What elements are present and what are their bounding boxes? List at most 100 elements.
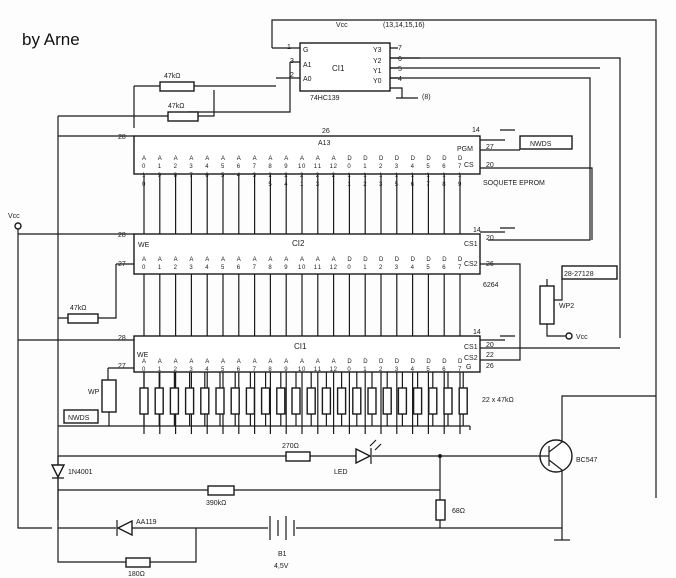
sram-pin-a6-letter: A bbox=[237, 257, 241, 263]
zif-g: G bbox=[466, 364, 471, 371]
eprom-pin-d0-index: 0 bbox=[347, 164, 351, 170]
resistor-array-label: 22 x 47kΩ bbox=[482, 397, 514, 404]
zif-pin-d3-letter: D bbox=[395, 359, 400, 365]
sram-part: 6264 bbox=[483, 282, 499, 289]
nwds-box-bottom bbox=[63, 409, 99, 424]
decoder-pin7: 7 bbox=[398, 45, 402, 52]
eprom-pin-a5-letter: A bbox=[221, 156, 225, 162]
sram-pin-d3-index: 3 bbox=[395, 265, 399, 271]
transistor-label: BC547 bbox=[576, 457, 598, 464]
zif-pin-d5-letter: D bbox=[426, 359, 431, 365]
eprom-pin-a7-index: 7 bbox=[253, 164, 257, 170]
top-resistor-wires bbox=[58, 85, 276, 128]
eprom-pin-a7-letter: A bbox=[253, 156, 257, 162]
eprom-pin-a12-index: 1 bbox=[330, 164, 334, 170]
diode-aa119 bbox=[116, 519, 133, 537]
sram-pin-a12-index: 1 bbox=[330, 265, 334, 271]
sram-6264: 28 27 WE CI2 CS1 CS2 14 20 26 6264 A0A1A… bbox=[18, 227, 521, 361]
zif-pin-a12-letter: A bbox=[332, 359, 336, 365]
eprom-pgm: PGM bbox=[457, 146, 473, 153]
led-arrows bbox=[369, 439, 382, 464]
eprom-pin-a4-index: 4 bbox=[205, 164, 209, 170]
eprom-pin-d3-letter: D bbox=[395, 156, 400, 162]
sram-pin-d6-index: 6 bbox=[442, 265, 446, 271]
array-resistor bbox=[260, 387, 271, 415]
eprom-pin-d6-letter: D bbox=[442, 156, 447, 162]
zif-pin-a6-letter: A bbox=[237, 359, 241, 365]
sram-pin-a11-letter: A bbox=[316, 257, 320, 263]
sram-pin-a10-letter: A bbox=[300, 257, 304, 263]
zif-pin-a1-index: 1 bbox=[158, 367, 162, 373]
zif-pin20: 20 bbox=[486, 342, 494, 349]
diode-1n4001-label: 1N4001 bbox=[68, 469, 93, 476]
eprom-pin-a1-letter: A bbox=[158, 156, 162, 162]
decoder-pin6: 6 bbox=[398, 56, 402, 63]
array-resistor bbox=[336, 387, 347, 415]
sram-pin-a10-index: 0 bbox=[302, 265, 306, 271]
zif-body bbox=[133, 335, 481, 373]
resistor-47k-2 bbox=[167, 111, 199, 122]
sram-pin-a2-letter: A bbox=[174, 257, 178, 263]
sram-pin-a1-index: 1 bbox=[158, 265, 162, 271]
zif-pin-a10-letter: A bbox=[300, 359, 304, 365]
eprom-pin20: 20 bbox=[486, 162, 494, 169]
array-resistor bbox=[184, 387, 195, 415]
diode-1n4001 bbox=[50, 464, 66, 479]
zif-pin-a0-index: 0 bbox=[142, 367, 146, 373]
array-resistor bbox=[139, 387, 149, 415]
zif-pin-a12-index: 2 bbox=[334, 367, 338, 373]
resistor-47k-1 bbox=[159, 81, 195, 92]
eprom-pin-a12-letter: A bbox=[332, 156, 336, 162]
eprom-pin-a12-index: 2 bbox=[334, 164, 338, 170]
eprom-pin-a10-index: 1 bbox=[298, 164, 302, 170]
eprom-socket-body bbox=[133, 135, 481, 175]
eprom-pin-a2-index: 2 bbox=[174, 164, 178, 170]
zif-pin-d6-index: 6 bbox=[442, 367, 446, 373]
resistor-390k bbox=[207, 485, 235, 496]
zif-we: WE bbox=[137, 352, 149, 359]
eprom-pin-d4-index: 4 bbox=[411, 164, 415, 170]
zif-pin-a8-letter: A bbox=[268, 359, 272, 365]
sram-pin-d4-letter: D bbox=[411, 257, 416, 263]
wp-label: WP bbox=[88, 389, 100, 396]
sram-pin14: 14 bbox=[473, 227, 481, 234]
nwds-top-label: NWDS bbox=[530, 141, 552, 148]
resistor-180-label: 180Ω bbox=[128, 571, 145, 578]
array-resistor bbox=[367, 387, 377, 415]
zif-pin14: 14 bbox=[473, 329, 481, 336]
resistor-180 bbox=[125, 557, 151, 568]
zif-pin-d2-index: 2 bbox=[379, 367, 383, 373]
sram-wires bbox=[18, 227, 521, 361]
led-diode bbox=[355, 447, 372, 465]
resistor-array-22x47k bbox=[139, 372, 468, 426]
decoder-pin-y1: Y1 bbox=[373, 68, 382, 75]
zif-pin26: 26 bbox=[486, 363, 494, 370]
led-label: LED bbox=[334, 469, 348, 476]
sram-name: CI2 bbox=[292, 239, 305, 248]
wp-wires bbox=[107, 368, 110, 426]
array-resistor bbox=[200, 387, 210, 415]
nwds-bottom-label: NWDS bbox=[68, 415, 90, 422]
sram-pin-d5-index: 5 bbox=[426, 265, 430, 271]
sram-cs2: CS2 bbox=[464, 261, 478, 268]
eprom-label: SOQUETE EPROM bbox=[483, 180, 545, 187]
decoder-pin-y2: Y2 bbox=[373, 58, 382, 65]
led-row: 270Ω LED 68Ω bbox=[58, 439, 540, 528]
decoder-gnd-pin: (8) bbox=[422, 94, 431, 101]
array-resistor bbox=[412, 387, 423, 415]
sram-pin-a6-index: 6 bbox=[237, 265, 241, 271]
eprom-pin-a9-letter: A bbox=[284, 156, 288, 162]
array-resistor bbox=[276, 387, 286, 415]
zif-pin-a12-index: 1 bbox=[330, 367, 334, 373]
eprom-pin-d1-index: 1 bbox=[363, 164, 367, 170]
resistor-68-label: 68Ω bbox=[452, 508, 465, 515]
wp2-body bbox=[539, 285, 555, 325]
sram-pin-a8-letter: A bbox=[268, 257, 272, 263]
zif-pin-a3-index: 3 bbox=[189, 367, 193, 373]
eprom-pin-d6-index: 6 bbox=[442, 164, 446, 170]
sram-pin-a1-letter: A bbox=[158, 257, 162, 263]
vcc-right-label: Vcc bbox=[576, 334, 588, 341]
sram-pin-a7-letter: A bbox=[253, 257, 257, 263]
eprom-pin-d7-letter: D bbox=[458, 156, 463, 162]
